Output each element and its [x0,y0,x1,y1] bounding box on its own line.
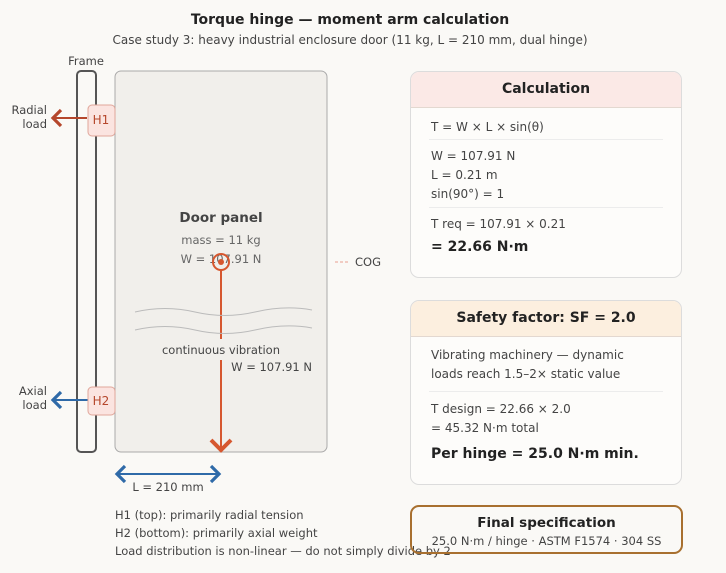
hinge-h1 [87,104,116,137]
divider [429,207,663,208]
safety-header: Safety factor: SF = 2.0 [411,301,681,337]
input-l: L = 0.21 m [431,168,498,182]
frame-label: Frame [68,54,104,68]
cog-label: COG [355,255,381,269]
door-mass: mass = 11 kg [181,233,260,247]
final-spec-card: Final specification 25.0 N·m / hinge · A… [410,505,683,554]
formula: T = W × L × sin(θ) [431,120,544,134]
safety-reason: loads reach 1.5–2× static value [431,367,621,381]
frame [76,70,97,453]
page-title: Torque hinge — moment arm calculation [191,12,509,28]
axial-load-label-2: load [22,398,47,412]
axial-load-label-1: Axial [19,384,47,398]
final-spec: 25.0 N·m / hinge · ASTM F1574 · 304 SS [431,534,662,548]
page-subtitle: Case study 3: heavy industrial enclosure… [112,33,587,47]
radial-load-label-2: load [22,117,47,131]
length-label: L = 210 mm [132,480,203,494]
safety-reason: Vibrating machinery — dynamic [431,348,624,362]
calculation-header: Calculation [411,72,681,108]
design-total: = 45.32 N·m total [431,421,539,435]
safety-card: Safety factor: SF = 2.0 Vibrating machin… [410,300,682,485]
per-hinge: Per hinge = 25.0 N·m min. [431,446,639,462]
note: Load distribution is non-linear — do not… [115,544,451,558]
treq-result: = 22.66 N·m [431,239,529,255]
weight-arrow-label: W = 107.91 N [231,360,312,374]
door-title: Door panel [179,210,262,226]
divider [429,391,663,392]
vibration-label: continuous vibration [162,343,280,357]
final-title: Final specification [477,515,616,531]
vibration-wave [134,325,313,334]
cog-dot [218,259,224,265]
input-w: W = 107.91 N [431,149,516,163]
divider [429,139,663,140]
hinge-h1-label: H1 [93,113,110,127]
note: H2 (bottom): primarily axial weight [115,526,318,540]
input-sin: sin(90°) = 1 [431,187,505,201]
radial-load-label-1: Radial [11,103,47,117]
calculation-card: Calculation T = W × L × sin(θ) W = 107.9… [410,71,682,278]
hinge-h2-label: H2 [93,394,110,408]
note: H1 (top): primarily radial tension [115,508,304,522]
treq: T req = 107.91 × 0.21 [431,217,566,231]
design-torque: T design = 22.66 × 2.0 [431,402,571,416]
vibration-wave [134,307,313,316]
hinge-h2 [87,386,116,416]
